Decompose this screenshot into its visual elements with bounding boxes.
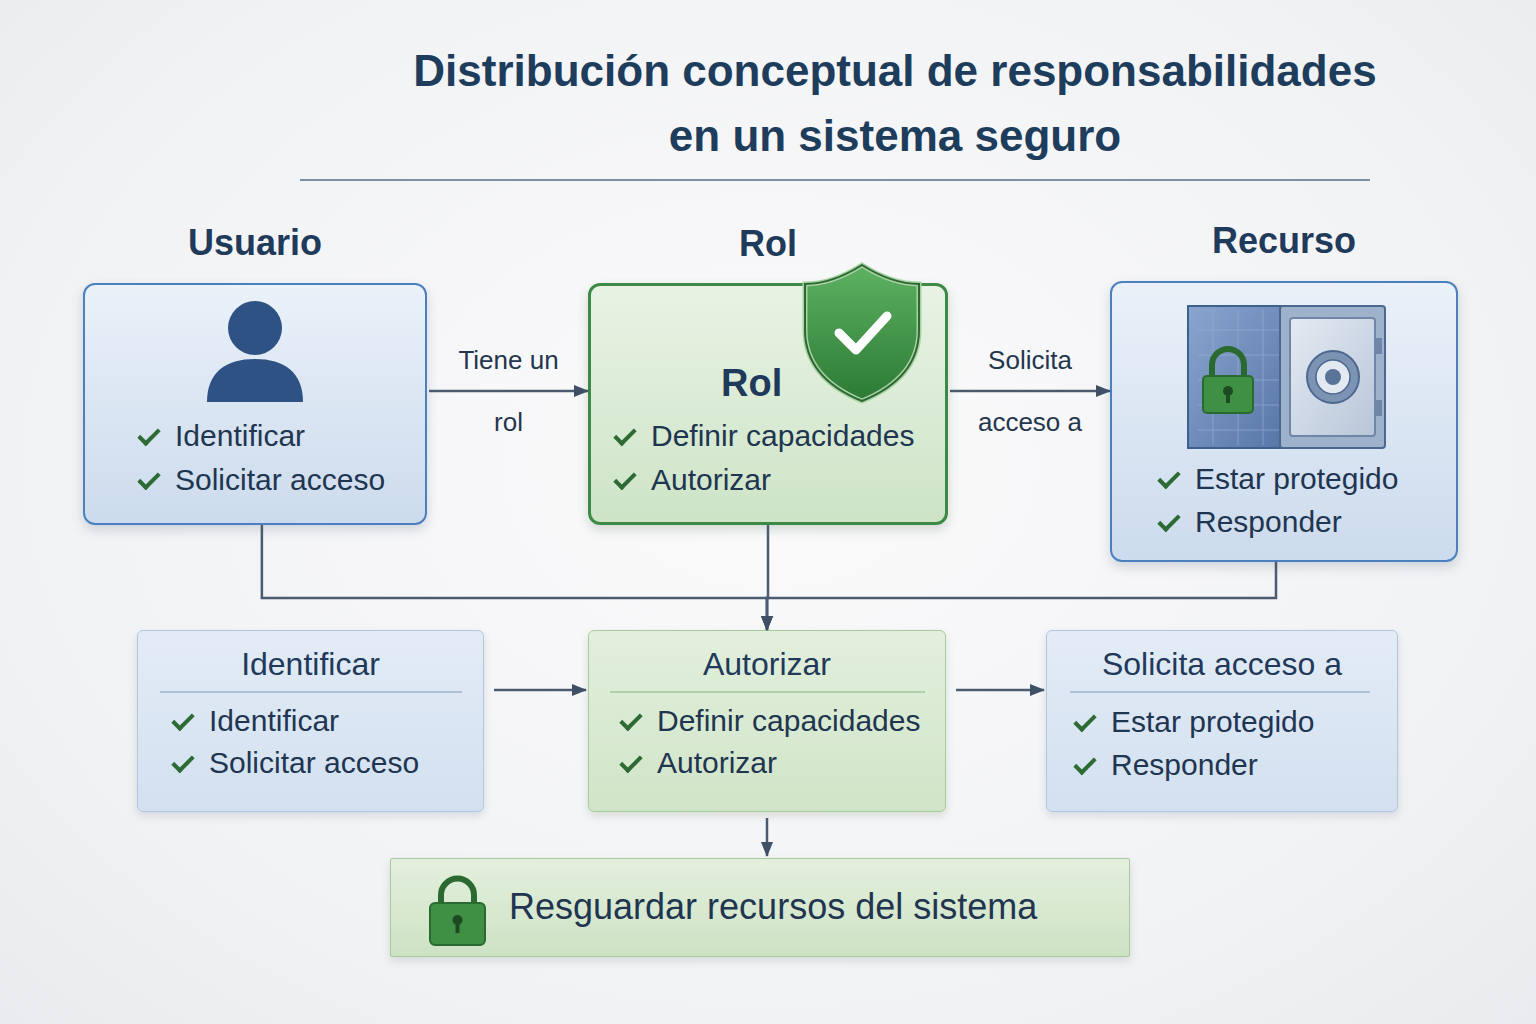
flow-arrow [429,390,588,393]
header-divider [610,691,925,693]
step-box: Solicita acceso a Estar protegidoResponde… [1046,630,1398,812]
user-icon [207,301,303,402]
check-item: Autorizar [651,462,771,498]
goal-band: Resguardar recursos del sistema [390,858,1130,957]
edge-label: Tiene un rol [447,329,571,453]
check-item: Estar protegido [1195,461,1398,497]
flow-arrow [950,390,1110,393]
shield-icon [805,265,919,401]
check-item: Responder [1195,504,1342,540]
box-heading: Recurso [1052,219,1516,263]
flow-arrow [262,525,767,630]
flow-arrow [766,818,769,856]
padlock-icon [1203,349,1253,413]
goal-text: Resguardar recursos del sistema [509,885,1037,929]
flow-arrow [494,689,586,692]
box-title: Rol [721,361,782,405]
user-box: UsuarioIdentificarSolicitar acceso [83,283,427,525]
safe-icon [1188,306,1385,448]
step-box: IdentificarIdentificarSolicitar acceso [137,630,484,812]
role-box: RolRolDefinir capacidadesAutorizar [588,283,948,525]
check-item: Solicitar acceso [209,745,419,781]
padlock-icon [430,879,485,946]
check-item: Autorizar [657,745,777,781]
box-header: Autorizar [589,643,945,685]
edge-label: Solicita acceso a [968,329,1092,453]
header-divider [160,691,462,693]
check-item: Identificar [209,703,339,739]
check-item: Definir capacidades [651,418,914,454]
box-header: Solicita acceso a [1047,643,1397,685]
check-item: Estar protegido [1111,704,1314,740]
check-item: Definir capacidades [657,703,920,739]
flow-arrow [767,562,1276,630]
check-item: Responder [1111,747,1258,783]
step-box: AutorizarDefinir capacidadesAutorizar [588,630,946,812]
box-header: Identificar [138,643,483,685]
flow-arrow [956,689,1044,692]
box-heading: Usuario [25,221,485,265]
header-divider [1070,691,1370,693]
check-item: Solicitar acceso [175,462,385,498]
diagram-title: Distribución conceptual de responsabilid… [395,38,1395,168]
box-heading: Rol [531,222,1005,266]
check-item: Identificar [175,418,305,454]
resource-box: RecursoEstar protegidoResponder [1110,281,1458,562]
title-rule [300,179,1370,181]
